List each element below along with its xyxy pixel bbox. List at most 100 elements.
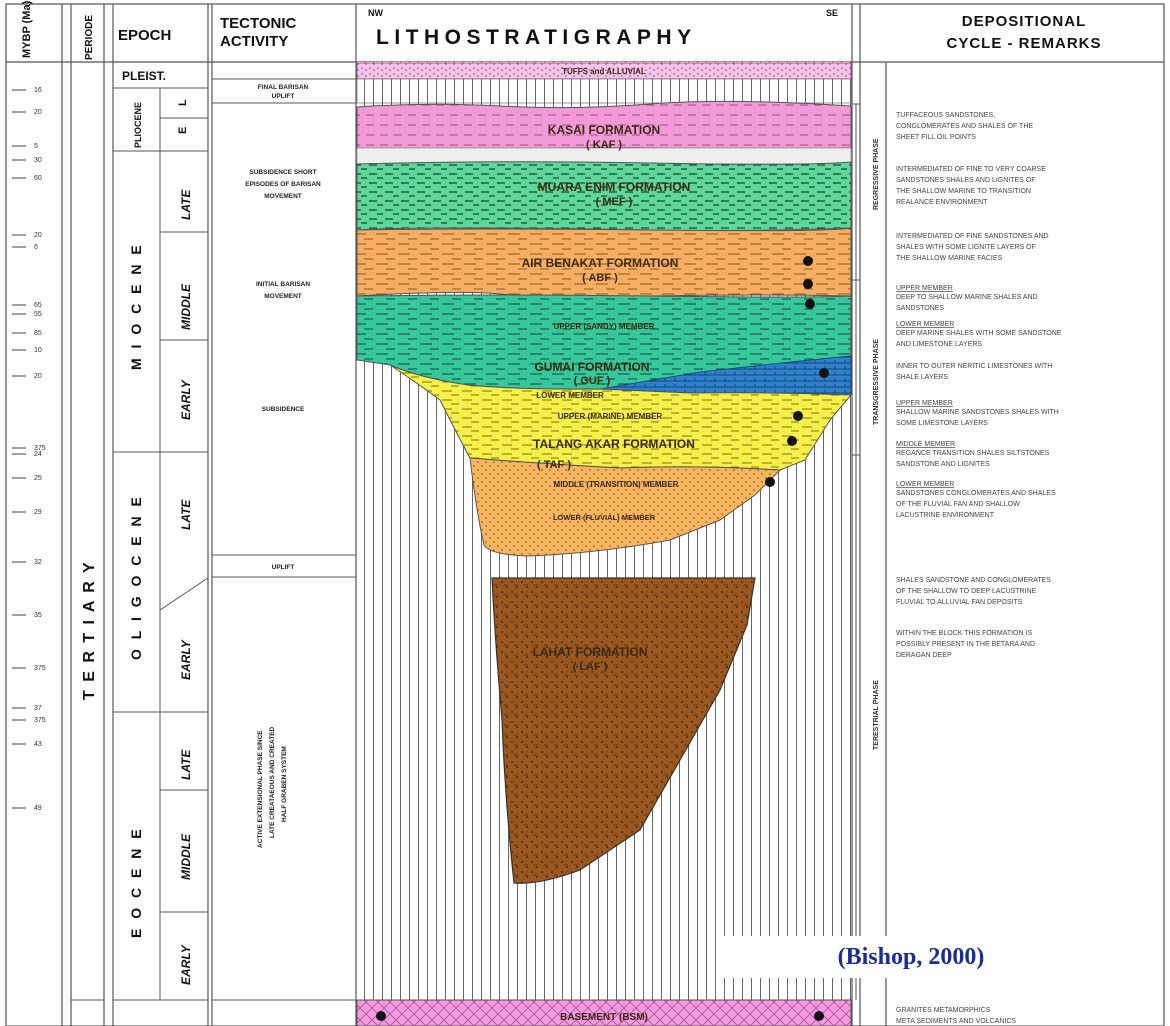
citation-text: (Bishop, 2000) xyxy=(838,944,985,971)
label-gumai: GUMAI FORMATION xyxy=(534,360,649,374)
epoch-miocene: M I O C E N E xyxy=(128,242,144,370)
remark-line: WITHIN THE BLOCK THIS FORMATION IS xyxy=(896,630,1032,637)
remark-line: INNER TO OUTER NERITIC LIMESTONES WITH xyxy=(896,363,1052,370)
age-tick-label: 25 xyxy=(34,475,42,482)
header-remarks-2: CYCLE - REMARKS xyxy=(946,35,1101,52)
label-gumai-lower: LOWER MEMBER xyxy=(536,391,604,400)
age-tick-label: 35 xyxy=(34,612,42,619)
remark-line: META SEDIMENTS AND VOLCANICS xyxy=(896,1018,1016,1025)
label-air-code: ( ABF ) xyxy=(582,272,618,284)
remark-heading: MIDDLE MEMBER xyxy=(896,441,955,448)
epoch-oligocene: O L I G O C E N E xyxy=(128,494,144,660)
epoch-miocene-late: LATE xyxy=(179,189,193,220)
remark-line: SANDSTONE AND LIGNITES xyxy=(896,461,990,468)
age-tick-label: 30 xyxy=(34,157,42,164)
remark-line: LACUSTRINE ENVIRONMENT xyxy=(896,512,995,519)
age-ticks: 1620530602066555851020375242529323537537… xyxy=(12,87,46,812)
age-tick-label: 37 xyxy=(34,705,42,712)
remark-line: DEEP MARINE SHALES WITH SOME SANDSTONE xyxy=(896,330,1062,337)
epoch-pliocene: PLIOCENE xyxy=(133,102,143,148)
remark-line: SHEET FILL OIL POINTS xyxy=(896,134,976,141)
label-talang: TALANG AKAR FORMATION xyxy=(533,437,695,451)
phase-terrestrial: TERESTRIAL PHASE xyxy=(873,680,880,750)
remark-line: POSSIBLY PRESENT IN THE BETARA AND xyxy=(896,641,1035,648)
tect-subs-short-1: SUBSIDENCE SHORT xyxy=(249,169,316,176)
phase-transgressive: TRANSGRESSIVE PHASE xyxy=(873,339,880,425)
tectonic-column xyxy=(212,79,356,1000)
label-lahat: LAHAT FORMATION xyxy=(533,645,648,659)
phase-column xyxy=(852,104,860,1000)
epoch-eocene-early: EARLY xyxy=(179,944,193,985)
remark-line: THE SHALLOW MARINE FACIES xyxy=(896,255,1003,262)
remark-line: FLUVIAL TO ALLUVIAL FAN DEPOSITS xyxy=(896,599,1023,606)
tect-initial-2: MOVEMENT xyxy=(264,293,302,300)
remark-heading: LOWER MEMBER xyxy=(896,321,954,328)
remark-line: INTERMEDIATED OF FINE SANDSTONES AND xyxy=(896,233,1049,240)
remark-line: CONGLOMERATES AND SHALES OF THE xyxy=(896,123,1033,130)
headers: MYBP (Ma) PERIODE EPOCH TECTONIC ACTIVIT… xyxy=(21,0,1102,60)
remark-line: SANDSTONES xyxy=(896,305,944,312)
header-remarks-1: DEPOSITIONAL xyxy=(962,13,1087,30)
age-tick-label: 5 xyxy=(34,143,38,150)
remark-line: SANDSTONES SHALES AND LIGNITES OF xyxy=(896,177,1036,184)
header-se: SE xyxy=(826,8,838,18)
age-tick-label: 24 xyxy=(34,451,42,458)
tect-active-2: LATE CREATAEOUS AND CREATED xyxy=(269,726,276,838)
epoch-oligocene-late: LATE xyxy=(179,499,193,530)
remark-line: SHALES WITH SOME LIGNITE LAYERS OF xyxy=(896,244,1036,251)
age-tick-label: 20 xyxy=(34,232,42,239)
remark-line: OF THE FLUVIAL FAN AND SHALLOW xyxy=(896,501,1020,508)
age-tick-label: 65 xyxy=(34,302,42,309)
remark-line: SANDSTONES CONGLOMERATES AND SHALES xyxy=(896,490,1056,497)
tect-subsidence: SUBSIDENCE xyxy=(262,406,305,413)
remark-line: AND LIMESTONE LAYERS xyxy=(896,341,982,348)
header-age: MYBP (Ma) xyxy=(21,0,33,58)
header-epoch: EPOCH xyxy=(118,27,171,44)
epoch-pleist: PLEIST. xyxy=(122,69,166,83)
tect-subs-short-2: EPISODES OF BARISAN xyxy=(245,181,321,188)
label-gumai-code: ( GUF ) xyxy=(574,375,611,387)
epoch-eocene: E O C E N E xyxy=(128,826,144,938)
remark-line: REALANCE ENVIRONMENT xyxy=(896,199,988,206)
tect-active-1: ACTIVE EXTENSIONAL PHASE SINCE xyxy=(257,730,264,848)
epoch-miocene-early: EARLY xyxy=(179,379,193,420)
age-tick-label: 43 xyxy=(34,741,42,748)
remark-line: DERAGAN DEEP xyxy=(896,652,952,659)
epoch-miocene-middle: MIDDLE xyxy=(179,283,193,330)
age-tick-label: 20 xyxy=(34,109,42,116)
epoch-pliocene-late: L xyxy=(177,99,189,106)
tect-final-2: UPLIFT xyxy=(272,93,295,100)
age-tick-label: 20 xyxy=(34,373,42,380)
phase-regressive: REGRESSIVE PHASE xyxy=(873,138,880,210)
age-tick-label: 6 xyxy=(34,244,38,251)
label-talang-lower: LOWER (FLUVIAL) MEMBER xyxy=(553,513,656,522)
period-tertiary: T E R T I A R Y xyxy=(81,560,98,700)
remark-line: OF THE SHALLOW TO DEEP LACUSTRINE xyxy=(896,588,1037,595)
header-tectonic-1: TECTONIC xyxy=(220,15,297,32)
remark-line: INTERMEDIATED OF FINE TO VERY COARSE xyxy=(896,166,1046,173)
label-kasai: KASAI FORMATION xyxy=(548,123,660,137)
age-tick-label: 85 xyxy=(34,330,42,337)
remark-line: SHALE LAYERS xyxy=(896,374,948,381)
label-talang-middle: MIDDLE (TRANSITION) MEMBER xyxy=(554,480,679,489)
label-muara: MUARA ENIM FORMATION xyxy=(538,180,691,194)
header-litho: LITHOSTRATIGRAPHY xyxy=(376,26,697,49)
age-tick-label: 60 xyxy=(34,175,42,182)
remark-line: DEEP TO SHALLOW MARINE SHALES AND xyxy=(896,294,1038,301)
label-talang-code: ( TAF ) xyxy=(537,459,571,471)
tect-active-3: HALF GRABEN SYSTEM xyxy=(281,746,288,822)
remark-line: TUFFACEOUS SANDSTONES, xyxy=(896,112,995,119)
label-basement: BASEMENT (BSM) xyxy=(560,1012,648,1023)
tect-subs-short-3: MOVEMENT xyxy=(264,193,302,200)
age-tick-label: 55 xyxy=(34,311,42,318)
age-tick-label: 29 xyxy=(34,509,42,516)
remark-heading: UPPER MEMBER xyxy=(896,285,953,292)
label-air: AIR BENAKAT FORMATION xyxy=(522,256,679,270)
remark-line: REGANCE TRANSITION SHALES SILTSTONES xyxy=(896,450,1050,457)
header-tectonic-2: ACTIVITY xyxy=(220,33,288,50)
age-tick-label: 375 xyxy=(34,717,46,724)
age-tick-label: 10 xyxy=(34,347,42,354)
epoch-eocene-middle: MIDDLE xyxy=(179,833,193,880)
